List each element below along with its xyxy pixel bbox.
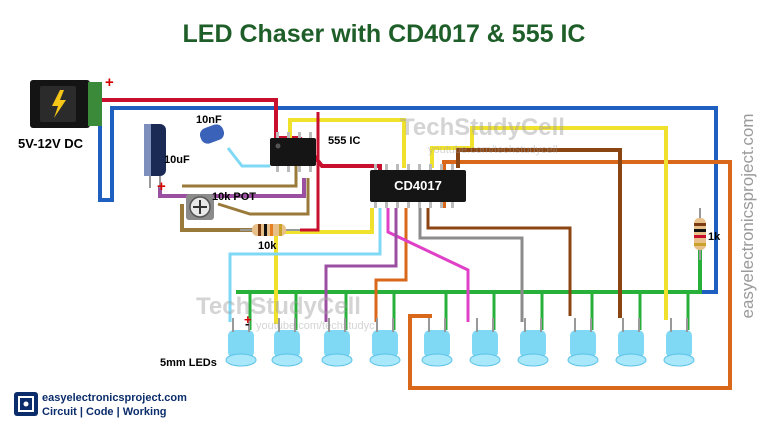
- wire-purple-cap: [158, 178, 306, 198]
- ceramic-cap-label: 10nF: [196, 114, 222, 126]
- wire-yellow-output: [430, 126, 668, 320]
- counter-ic-label: CD4017: [394, 178, 442, 193]
- watermark-url-2: youtube.com/techstudyc: [256, 320, 375, 332]
- electrolytic-capacitor: [144, 124, 166, 188]
- led-1: [225, 318, 257, 367]
- led-7: [517, 318, 549, 367]
- diagram-title: LED Chaser with CD4017 & 555 IC: [182, 20, 586, 48]
- brand-site: easyelectronicsproject.com: [42, 392, 187, 404]
- positive-mark-led: +: [244, 312, 252, 327]
- resistor-1k-label: 1k: [708, 231, 721, 243]
- led-4: [369, 318, 401, 367]
- counter-ic-cd4017: [370, 164, 466, 208]
- potentiometer: [186, 194, 214, 220]
- side-website-text: easyelectronicsproject.com: [738, 113, 757, 319]
- wire-orange-output: [408, 160, 732, 390]
- resistor-10k-label: 10k: [258, 240, 277, 252]
- pot-label: 10k POT: [212, 191, 257, 203]
- wire-red-resistor: [300, 112, 320, 232]
- lightning-icon: [52, 90, 66, 118]
- wire-yellow-led: [274, 208, 374, 324]
- wire-olive-resistor: [217, 178, 310, 216]
- positive-mark-dc: +: [105, 74, 114, 91]
- leds-label: 5mm LEDs: [160, 357, 217, 369]
- brand-tagline: Circuit | Code | Working: [42, 406, 167, 418]
- ceramic-capacitor: [199, 124, 225, 144]
- led-row: [225, 318, 695, 367]
- wire-brown-output-2: [426, 208, 572, 316]
- led-2: [271, 318, 303, 367]
- brand-logo: [14, 392, 38, 416]
- wire-lightblue-led: [228, 208, 382, 322]
- resistor-1k: [694, 208, 706, 260]
- timer-ic-555: [270, 132, 316, 172]
- wire-olive-pot: [180, 204, 260, 232]
- negative-mark-led: -: [245, 316, 250, 331]
- led-8: [567, 318, 599, 367]
- wire-orange-output-2: [374, 208, 408, 322]
- led-3: [321, 318, 353, 367]
- led-10: [663, 318, 695, 367]
- wire-green-ground-rail: [236, 248, 702, 294]
- led-6: [469, 318, 501, 367]
- wire-magenta-output: [386, 208, 470, 322]
- electrolytic-cap-label: 10uF: [164, 154, 190, 166]
- watermark-brand: TechStudyCell: [400, 114, 565, 141]
- timer-ic-label: 555 IC: [328, 135, 361, 147]
- resistor-10k: [240, 224, 300, 236]
- wire-purple-output: [324, 208, 398, 322]
- wire-lightblue-cap: [226, 147, 270, 168]
- wire-yellow-top: [288, 118, 406, 168]
- positive-mark-cap: +: [157, 178, 166, 195]
- dc-jack: [30, 80, 102, 128]
- wire-brown-output: [456, 148, 622, 318]
- led-5: [421, 318, 453, 367]
- wire-blue-supply: [98, 106, 718, 294]
- wire-gray-output: [418, 208, 524, 322]
- led-9: [615, 318, 647, 367]
- watermark-url: youtube.com/techstudycell: [428, 144, 558, 156]
- watermark-brand-2: TechStudyCell: [196, 293, 361, 320]
- dc-jack-label: 5V-12V DC: [18, 136, 84, 151]
- wire-olive-pot-2: [182, 160, 298, 188]
